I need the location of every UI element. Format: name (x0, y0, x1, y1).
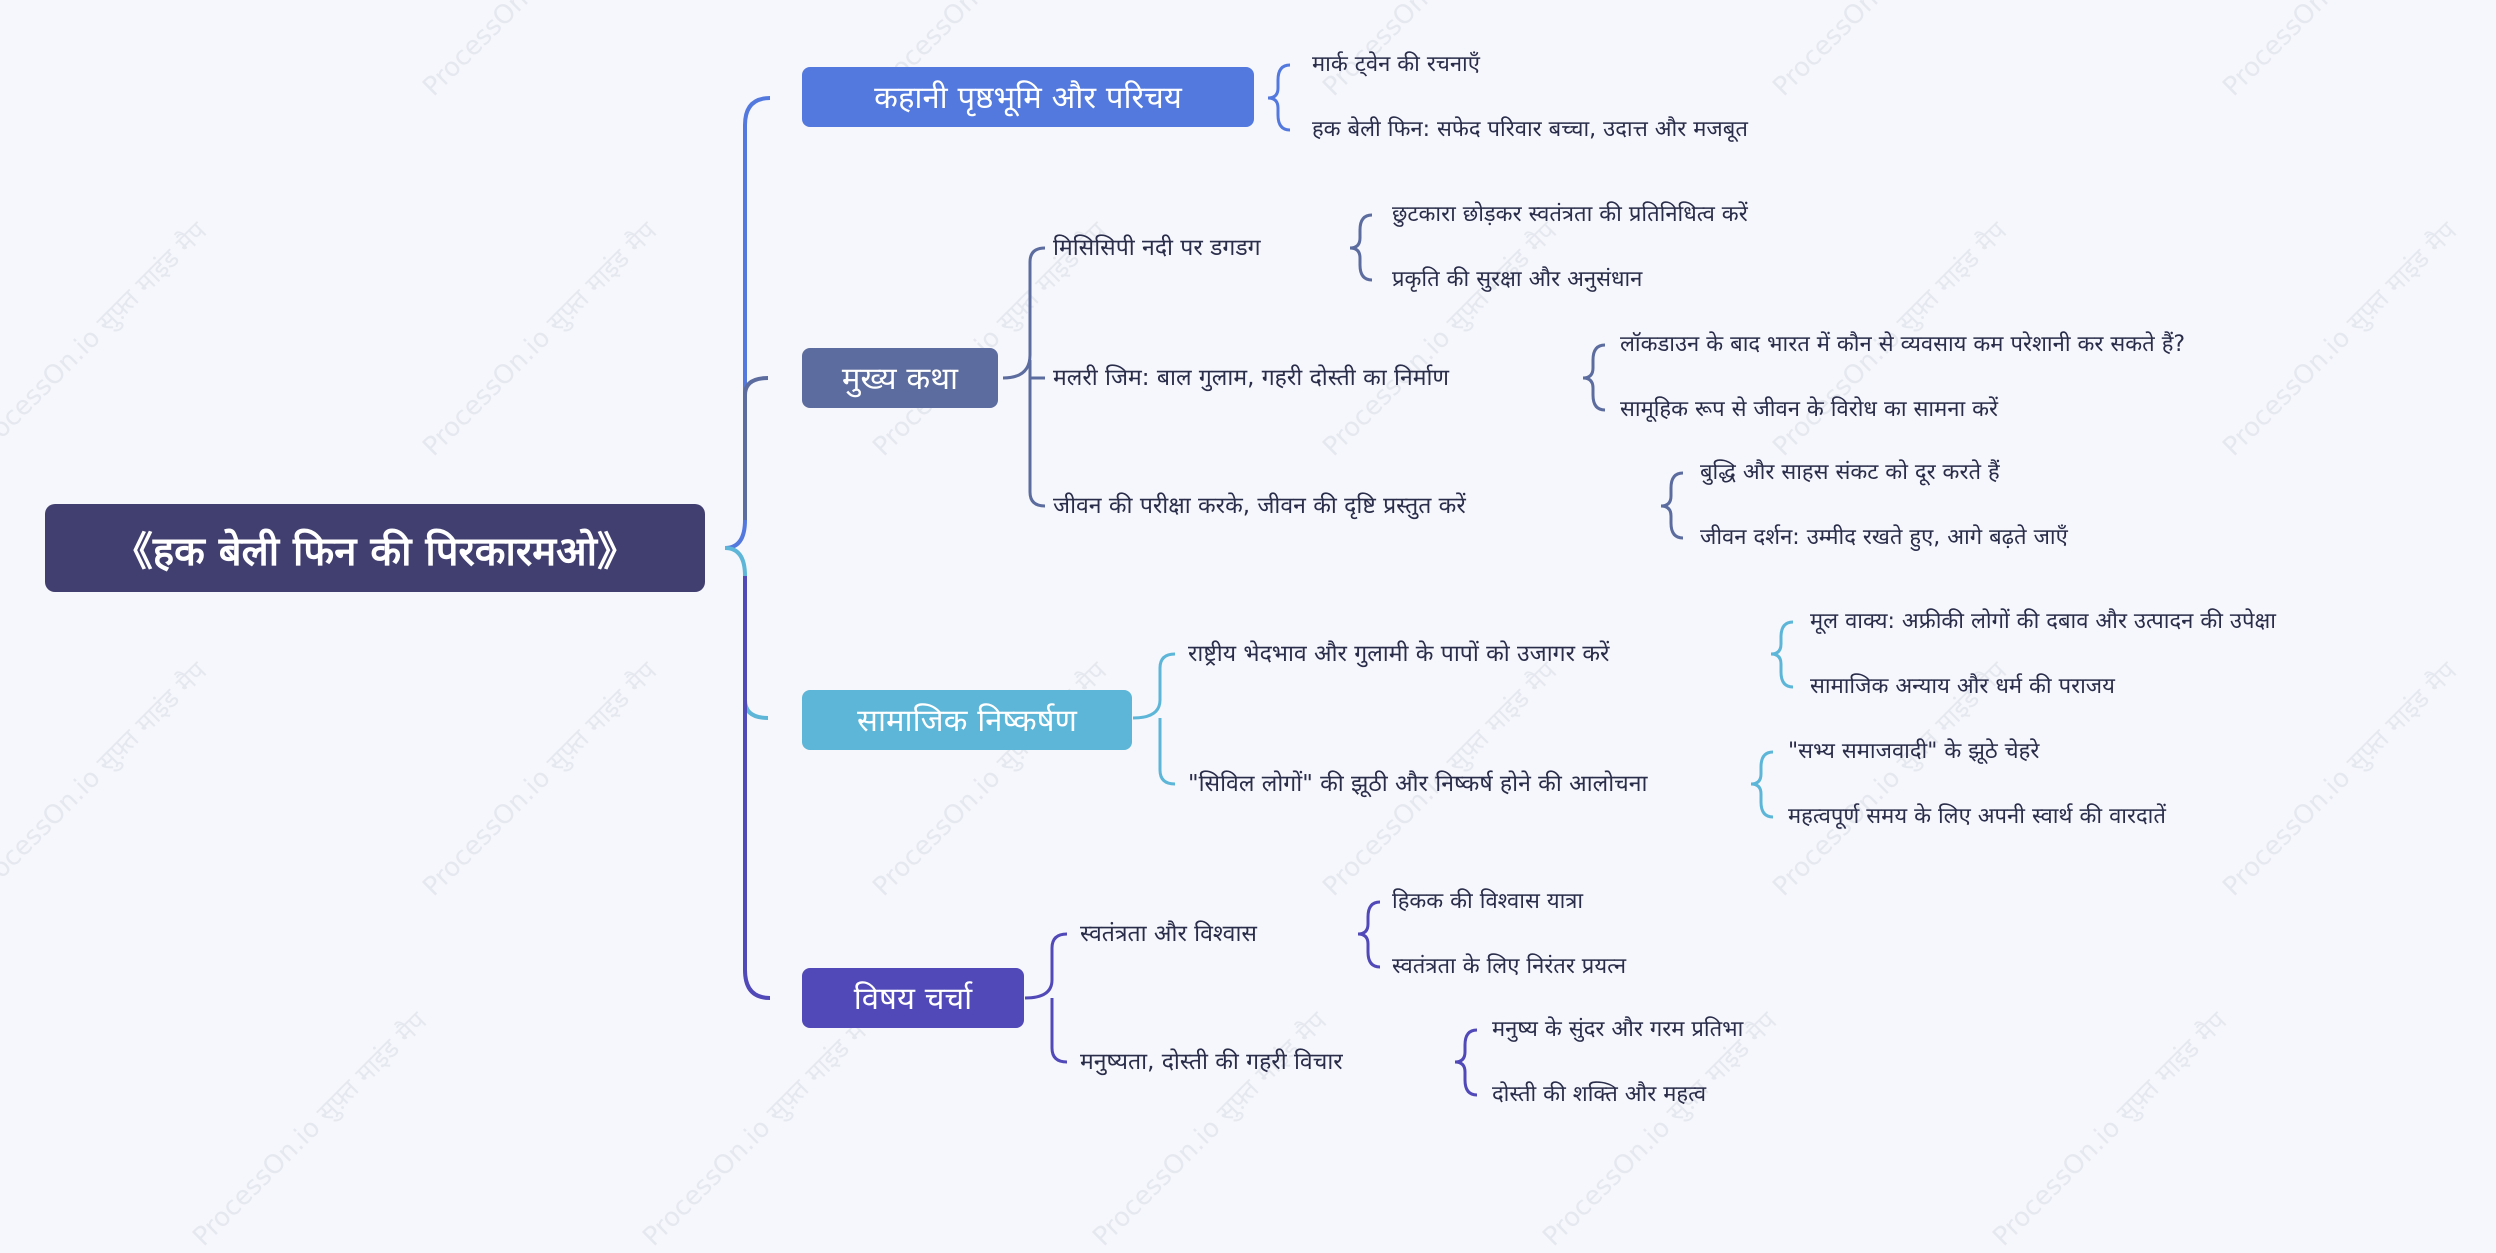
connector-lines (724, 63, 1794, 1097)
topic3-bracket (1158, 718, 1176, 786)
leaf-node[interactable]: हक बेली फिन: सफेद परिवार बच्चा, उदात्त औ… (1312, 117, 1748, 142)
subtopic-node[interactable]: मिसिसिपी नदी पर डगडग (1053, 235, 1261, 261)
topic2-bracket (1002, 246, 1046, 380)
sub-brace (1750, 750, 1774, 819)
leaf-node[interactable]: बुद्धि और साहस संकट को दूर करते हैं (1700, 460, 2000, 485)
topic4-bracket (1050, 998, 1068, 1064)
leaf-node[interactable]: स्वतंत्रता के लिए निरंतर प्रयत्न (1392, 954, 1627, 979)
subtopic-node[interactable]: मनुष्यता, दोस्ती की गहरी विचार (1080, 1049, 1343, 1075)
leaf-node[interactable]: मनुष्य के सुंदर और गरम प्रतिभा (1492, 1017, 1744, 1042)
leaf-node[interactable]: सामाजिक अन्याय और धर्म की पराजय (1810, 674, 2115, 699)
subtopic-node[interactable]: स्वतंत्रता और विश्वास (1080, 921, 1257, 947)
topic-main-story[interactable]: मुख्य कथा (802, 348, 998, 408)
sub-brace (1349, 213, 1373, 282)
leaf-node[interactable]: जीवन दर्शन: उम्मीद रखते हुए, आगे बढ़ते ज… (1700, 525, 2068, 550)
root-topic[interactable]: 《हक बेली फिन की पिरकारमओ》 (45, 504, 705, 592)
topic1-brace (1267, 63, 1291, 132)
leaf-node[interactable]: सामूहिक रूप से जीवन के विरोध का सामना कर… (1620, 397, 1999, 422)
sub-brace (1660, 471, 1684, 540)
leaf-node[interactable]: मूल वाक्य: अफ्रीकी लोगों की दबाव और उत्प… (1810, 609, 2276, 634)
topic-theme-discussion[interactable]: विषय चर्चा (802, 968, 1024, 1028)
leaf-node[interactable]: दोस्ती की शक्ति और महत्व (1492, 1082, 1707, 1107)
sub-brace (1582, 343, 1606, 412)
topic-background[interactable]: कहानी पृष्ठभूमि और परिचय (802, 67, 1254, 127)
leaf-node[interactable]: छुटकारा छोड़कर स्वतंत्रता की प्रतिनिधित्… (1392, 202, 1748, 227)
subtopic-node[interactable]: जीवन की परीक्षा करके, जीवन की दृष्टि प्र… (1053, 493, 1466, 519)
sub-brace (1357, 900, 1381, 969)
root-connector (743, 576, 771, 1000)
root-connector (743, 376, 769, 520)
sub-brace (1454, 1028, 1478, 1097)
subtopic-node[interactable]: "सिविल लोगों" की झूठी और निष्कर्ष होने क… (1188, 771, 1648, 797)
sub-brace (1770, 620, 1794, 689)
subtopic-node[interactable]: मलरी जिम: बाल गुलाम, गहरी दोस्ती का निर्… (1053, 365, 1450, 391)
leaf-node[interactable]: मार्क ट्वेन की रचनाएँ (1312, 52, 1480, 77)
leaf-node[interactable]: प्रकृति की सुरक्षा और अनुसंधान (1392, 267, 1643, 292)
subtopic-node[interactable]: राष्ट्रीय भेदभाव और गुलामी के पापों को उ… (1188, 641, 1610, 667)
leaf-node[interactable]: हिकक की विश्वास यात्रा (1392, 889, 1584, 914)
topic-social-conclusion[interactable]: सामाजिक निष्कर्षण (802, 690, 1132, 750)
topic2-bracket (1028, 360, 1045, 380)
root-connector (724, 96, 771, 550)
leaf-node[interactable]: लॉकडाउन के बाद भारत में कौन से व्यवसाय क… (1620, 332, 2186, 357)
topic4-bracket (1024, 932, 1068, 1000)
topic2-bracket (1028, 378, 1046, 508)
topic3-bracket (1132, 652, 1176, 720)
leaf-node[interactable]: "सभ्य समाजवादी" के झूठे चेहरे (1788, 739, 2040, 764)
leaf-node[interactable]: महत्वपूर्ण समय के लिए अपनी स्वार्थ की वा… (1788, 804, 2166, 829)
